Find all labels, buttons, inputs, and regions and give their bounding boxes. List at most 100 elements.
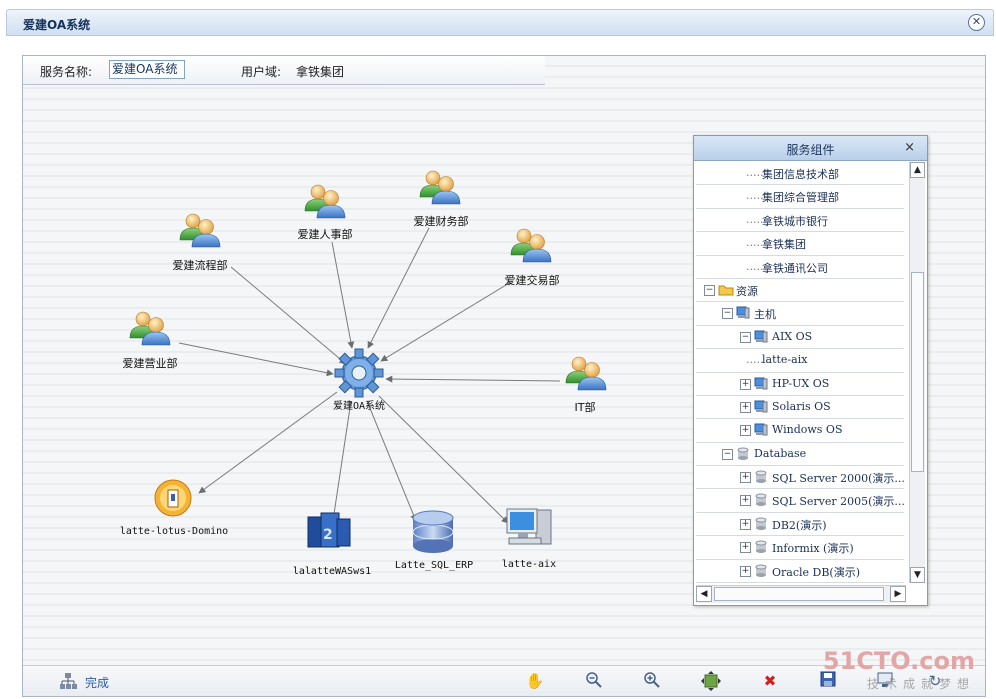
resource-label-sql: Latte_SQL_ERP — [395, 560, 473, 571]
service-node[interactable]: 爱建OA系统 — [333, 348, 385, 412]
tree-row[interactable]: − Database — [696, 443, 904, 467]
zoom-out-button[interactable] — [584, 671, 604, 691]
tree-label: DB2(演示) — [772, 518, 827, 532]
edge-yingye — [178, 342, 334, 377]
resource-node-sql[interactable]: Latte_SQL_ERP — [395, 510, 473, 571]
tree-row[interactable]: +Informix (演示) — [696, 536, 904, 560]
watermark: 51CTO.com 技术成就梦想 — [823, 647, 975, 692]
tree-row[interactable]: .....拿铁城市银行 — [696, 209, 904, 233]
tree-row[interactable]: −资源 — [696, 279, 904, 303]
resource-node-was[interactable]: 2 lalatteWASws1 — [293, 512, 371, 577]
fit-view-button[interactable] — [701, 671, 721, 691]
expand-icon[interactable]: + — [740, 401, 751, 413]
graph-edges — [178, 227, 561, 535]
expand-icon[interactable]: + — [740, 518, 751, 530]
service-name-label: 服务名称: — [40, 65, 93, 79]
expand-icon[interactable]: + — [740, 565, 751, 577]
expand-icon[interactable]: + — [740, 425, 751, 437]
zoom-out-icon — [586, 672, 602, 688]
server-icon — [736, 306, 750, 319]
expand-icon[interactable]: + — [740, 472, 751, 484]
scroll-up-arrow[interactable]: ▲ — [910, 162, 925, 178]
close-icon: ✕ — [971, 15, 982, 28]
resource-node-aix[interactable]: latte-aix — [502, 508, 556, 570]
expand-icon[interactable]: + — [740, 542, 751, 554]
export-button[interactable] — [875, 671, 895, 691]
scroll-right-arrow[interactable]: ▶ — [890, 586, 906, 602]
tree-row[interactable]: −AIX OS — [696, 326, 904, 350]
component-panel: 服务组件 × .....集团信息技术部.....集团综合管理部.....拿铁城市… — [693, 135, 928, 606]
watermark-tagline: 技术成就梦想 — [866, 677, 975, 691]
gear-icon — [334, 348, 384, 398]
collapse-icon[interactable]: − — [722, 308, 733, 320]
tree-label: Oracle DB(演示) — [772, 565, 861, 579]
tree-label: Solaris OS — [772, 399, 831, 413]
tree-row[interactable]: + SQL Server 2005(演示... — [696, 489, 904, 513]
collapse-icon[interactable]: − — [740, 331, 751, 343]
collapse-icon[interactable]: − — [722, 448, 733, 460]
group-node-caiwu[interactable]: 爱建财务部 — [414, 170, 469, 228]
component-tree: .....集团信息技术部.....集团综合管理部.....拿铁城市银行.....… — [696, 162, 904, 583]
vertical-scrollbar[interactable]: ▲ ▼ — [909, 162, 925, 583]
user-group-icon — [419, 170, 461, 205]
tree-label: SQL Server 2005(演示... — [772, 495, 904, 509]
resource-label-domino: latte-lotus-Domino — [120, 526, 228, 537]
group-node-yingye[interactable]: 爱建营业部 — [123, 311, 178, 370]
service-name-field[interactable]: 爱建OA系统 — [109, 60, 185, 79]
tree-label: Windows OS — [772, 423, 843, 437]
expand-icon[interactable]: + — [740, 495, 751, 507]
tree-row[interactable]: + Windows OS — [696, 419, 904, 443]
delete-button[interactable]: ✖ — [760, 671, 780, 691]
topology-icon — [59, 672, 77, 690]
tree-row[interactable]: .....集团信息技术部 — [696, 162, 904, 186]
tree-label: HP-UX OS — [772, 376, 830, 390]
group-label-jiaoyi: 爱建交易部 — [505, 273, 560, 287]
group-label-renshi: 爱建人事部 — [298, 227, 353, 241]
pan-tool-button[interactable]: ✋ — [525, 671, 545, 691]
svg-text:2: 2 — [323, 527, 333, 543]
collapse-icon[interactable]: − — [704, 284, 715, 296]
group-node-liucheng[interactable]: 爱建流程部 — [173, 213, 228, 272]
tree-connector: ..... — [746, 353, 764, 367]
scroll-left-arrow[interactable]: ◀ — [696, 586, 712, 602]
websphere-server-icon: 2 — [307, 512, 351, 548]
database-icon — [754, 564, 768, 577]
horizontal-scrollbar[interactable]: ◀ ▶ — [696, 585, 906, 603]
bottom-toolbar: 完成 ✋ ✖ ↻ — [23, 665, 985, 696]
server-icon — [754, 423, 768, 436]
refresh-button[interactable]: ↻ — [925, 671, 945, 691]
group-node-jiaoyi[interactable]: 爱建交易部 — [505, 228, 560, 287]
resource-label-was: lalatteWASws1 — [293, 566, 371, 577]
tree-row[interactable]: .....集团综合管理部 — [696, 185, 904, 209]
expand-icon[interactable]: + — [740, 378, 751, 390]
tree-row[interactable]: + HP-UX OS — [696, 373, 904, 396]
component-panel-close-button[interactable]: × — [904, 140, 915, 155]
tree-label: Database — [754, 446, 807, 460]
edge-it — [385, 375, 561, 383]
window-titlebar: 爱建OA系统 ✕ — [6, 9, 994, 36]
group-node-it[interactable]: IT部 — [565, 356, 607, 414]
resource-node-domino[interactable]: latte-lotus-Domino — [120, 479, 228, 537]
scroll-down-arrow[interactable]: ▼ — [910, 567, 925, 583]
edge-sql — [366, 400, 417, 522]
tree-row[interactable]: −主机 — [696, 302, 904, 326]
tree-row[interactable]: + Solaris OS — [696, 396, 904, 420]
tree-row[interactable]: + DB2(演示) — [696, 513, 904, 537]
tree-row[interactable]: +SQL Server 2000(演示... — [696, 466, 904, 490]
zoom-in-button[interactable] — [642, 671, 662, 691]
save-button[interactable] — [818, 671, 838, 691]
hand-icon: ✋ — [525, 672, 545, 690]
tree-connector: ..... — [746, 212, 764, 226]
group-node-renshi[interactable]: 爱建人事部 — [298, 184, 353, 241]
close-window-button[interactable]: ✕ — [968, 14, 985, 31]
database-icon — [754, 493, 768, 507]
tree-row[interactable]: .....拿铁集团 — [696, 232, 904, 256]
horizontal-scroll-thumb[interactable] — [714, 587, 884, 601]
user-group-icon — [304, 184, 346, 219]
tree-row[interactable]: + Oracle DB(演示) — [696, 560, 904, 583]
tree-row[interactable]: .....拿铁通讯公司 — [696, 256, 904, 279]
user-group-icon — [565, 356, 607, 391]
vertical-scroll-thumb[interactable] — [911, 272, 924, 472]
tree-row[interactable]: .....latte-aix — [696, 349, 904, 373]
component-panel-title: 服务组件 — [786, 143, 835, 157]
